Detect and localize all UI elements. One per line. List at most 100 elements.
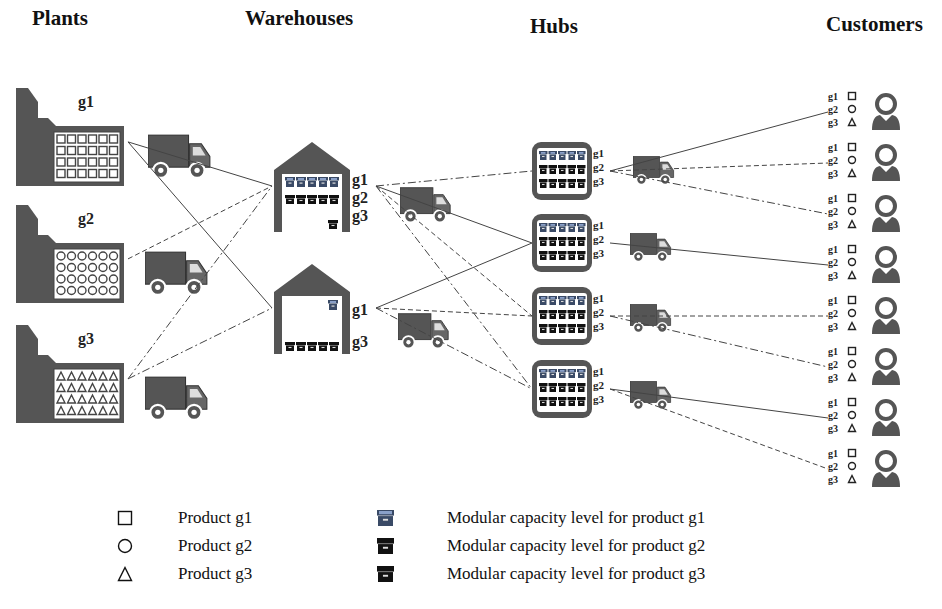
- product-label: g3: [593, 394, 604, 405]
- product-label: g2: [593, 234, 604, 245]
- product-label: g3: [828, 220, 838, 230]
- column-heading: Customers: [826, 12, 923, 37]
- flow-line: [610, 163, 828, 171]
- truck-icon: [633, 157, 674, 185]
- truck-icon: [398, 314, 448, 349]
- capacity-symbol: [377, 510, 394, 526]
- column-heading: Warehouses: [245, 6, 353, 31]
- product-label: g1: [593, 293, 604, 304]
- product-label: g2: [828, 207, 838, 217]
- product-label: g3: [593, 321, 604, 332]
- flow-line: [376, 308, 532, 316]
- hub-node: g1 g2 g3: [532, 358, 610, 420]
- product-label: g3: [78, 331, 94, 347]
- cust-icon: [828, 292, 932, 340]
- customer-node: g1 g2 g3: [828, 394, 932, 442]
- product-label: g3: [593, 248, 604, 259]
- plant-icon: [16, 325, 128, 423]
- product-label: g2: [828, 156, 838, 166]
- product-label: g2: [593, 307, 604, 318]
- truck-icon: [148, 135, 210, 178]
- flow-line: [128, 186, 272, 259]
- flow-line: [610, 171, 828, 214]
- product-label: g1: [828, 449, 838, 459]
- flow-line: [376, 186, 532, 243]
- hub-node: g1 g2 g3: [532, 140, 610, 202]
- product-label: g3: [828, 169, 838, 179]
- product-label: g1: [352, 302, 368, 318]
- capacity-symbol: [377, 566, 394, 582]
- product-label: g3: [828, 475, 838, 485]
- product-label: g2: [828, 462, 838, 472]
- product-label: g1: [828, 194, 838, 204]
- flow-line: [610, 389, 828, 469]
- truck-icon: [630, 382, 671, 410]
- product-symbol: [119, 512, 132, 525]
- product-label: g1: [828, 347, 838, 357]
- customer-node: g1 g2 g3: [828, 445, 932, 493]
- product-label: g3: [828, 424, 838, 434]
- cust-icon: [828, 88, 932, 136]
- product-label: g1: [828, 398, 838, 408]
- legend-text: Modular capacity level for product g2: [447, 536, 705, 556]
- flow-line: [128, 142, 272, 186]
- product-label: g1: [593, 220, 604, 231]
- truck-icon: [400, 188, 450, 223]
- product-label: g2: [828, 309, 838, 319]
- legend-text: Modular capacity level for product g1: [447, 508, 705, 528]
- product-label: g2: [593, 162, 604, 173]
- warehouse-node: g1 g3: [272, 262, 376, 354]
- truck-icon: [145, 252, 207, 295]
- customer-node: g1 g2 g3: [828, 343, 932, 391]
- product-label: g2: [828, 360, 838, 370]
- customer-node: g1g2g3: [828, 241, 932, 289]
- product-label: g2: [352, 190, 368, 206]
- product-label: g2: [78, 211, 94, 227]
- product-label: g1: [828, 296, 838, 306]
- hub-node: g1 g2 g3: [532, 285, 610, 347]
- flow-line: [610, 112, 828, 171]
- flow-line: [610, 243, 828, 265]
- product-label: g3: [352, 208, 368, 224]
- flow-line: [128, 186, 272, 379]
- product-label: g2: [828, 258, 838, 268]
- cust-icon: [828, 241, 932, 289]
- product-label: g1: [78, 94, 94, 110]
- flow-line: [376, 186, 532, 316]
- product-label: g1: [828, 92, 838, 102]
- flow-line: [610, 389, 828, 418]
- product-label: g3: [828, 373, 838, 383]
- warehouse-node: g1 g2 g3: [272, 140, 376, 232]
- product-label: g1: [593, 148, 604, 159]
- product-label: g3: [828, 118, 838, 128]
- legend-text: Product g3: [178, 564, 252, 584]
- legend-text: Product g2: [178, 536, 252, 556]
- plant-icon: [16, 88, 128, 186]
- flow-line: [610, 316, 828, 317]
- plant-node: g3: [16, 325, 128, 423]
- hub-node: g1 g2 g3: [532, 212, 610, 274]
- customer-node: g1g2g3: [828, 88, 932, 136]
- product-label: g1: [352, 172, 368, 188]
- product-label: g3: [593, 176, 604, 187]
- product-symbol: [119, 568, 132, 581]
- truck-icon: [145, 377, 207, 420]
- cust-icon: [828, 445, 932, 493]
- cust-icon: [828, 394, 932, 442]
- plant-node: g2: [16, 205, 128, 303]
- legend-text: Product g1: [178, 508, 252, 528]
- product-label: g1: [593, 366, 604, 377]
- flow-line: [376, 308, 532, 389]
- flow-line: [376, 243, 532, 308]
- product-label: g2: [593, 380, 604, 391]
- cust-icon: [828, 190, 932, 238]
- product-label: g1: [828, 245, 838, 255]
- column-heading: Plants: [32, 6, 88, 31]
- product-label: g3: [828, 322, 838, 332]
- flow-line: [376, 186, 532, 389]
- product-label: g3: [352, 334, 368, 350]
- flow-line: [376, 171, 532, 186]
- product-label: g2: [828, 411, 838, 421]
- product-symbol: [119, 540, 132, 553]
- flow-line: [128, 308, 272, 379]
